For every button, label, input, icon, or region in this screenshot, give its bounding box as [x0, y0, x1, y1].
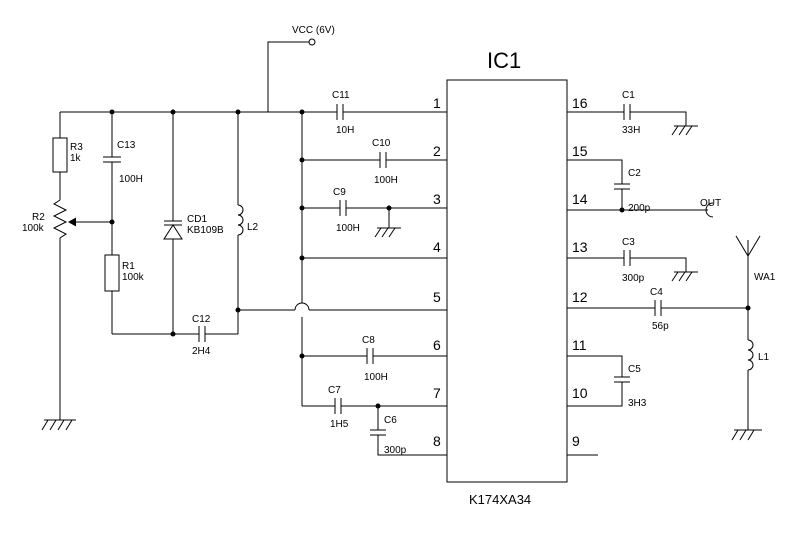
ground-icon [374, 227, 401, 238]
vcc-terminal: VCC (6V) [267, 25, 335, 112]
pin-13: 13 [572, 239, 588, 255]
ground-icon [41, 419, 76, 431]
r3-ref: R3 [70, 142, 83, 153]
cd1-varicap-diode: CD1 KB109B [163, 112, 224, 334]
c6-ref: C6 [384, 415, 397, 426]
r1-resistor: R1 100k [104, 254, 145, 334]
c10-capacitor: C10 100H [302, 138, 447, 186]
c10-ref: C10 [372, 138, 391, 149]
c1-value: 33H [622, 125, 640, 136]
c11-value: 10H [336, 125, 354, 136]
pin-14: 14 [572, 191, 588, 207]
c4-value: 56p [652, 321, 669, 332]
r1-value: 100k [122, 272, 145, 283]
c9-value: 100H [336, 223, 360, 234]
vcc-label: VCC (6V) [292, 25, 335, 36]
c7-value: 1H5 [330, 419, 349, 430]
pin-15: 15 [572, 143, 588, 159]
pin-11: 11 [572, 337, 587, 353]
c5-capacitor: C5 3H3 [567, 355, 647, 409]
ic1-body [446, 79, 568, 483]
c4-capacitor: C4 56p [567, 287, 751, 332]
c12-ref: C12 [192, 314, 211, 325]
c3-capacitor: C3 300p [567, 237, 687, 284]
top-supply-rail [60, 109, 447, 115]
ic1-part-number: K174XA34 [469, 492, 531, 507]
c10-value: 100H [374, 175, 398, 186]
c13-ref: C13 [117, 140, 136, 151]
c7-ref: C7 [328, 385, 341, 396]
ic1-title: IC1 [487, 48, 521, 73]
pin-10: 10 [572, 385, 588, 401]
c13-value: 100H [119, 174, 143, 185]
pin-3: 3 [433, 191, 441, 207]
l1-ref: L1 [758, 352, 770, 363]
pin-4: 4 [433, 239, 441, 255]
r2-ref: R2 [32, 212, 45, 223]
out-terminal: OUT [567, 198, 721, 218]
r2-potentiometer: R2 100k [22, 199, 112, 420]
ic1: IC1 K174XA34 1 2 3 4 5 6 7 8 16 15 14 13… [433, 48, 588, 507]
ground-icon [671, 271, 698, 282]
cd1-value: KB109B [187, 225, 224, 236]
pin-16: 16 [572, 95, 588, 111]
ground-icon [671, 125, 698, 136]
cd1-ref: CD1 [187, 214, 207, 225]
c12-value: 2H4 [192, 346, 211, 357]
pin-8: 8 [433, 433, 441, 449]
l2-ref: L2 [247, 222, 259, 233]
pin-6: 6 [433, 337, 441, 353]
pin-2: 2 [433, 143, 441, 159]
c2-capacitor: C2 200p [567, 159, 651, 214]
l1-inductor: L1 [747, 308, 770, 430]
c8-ref: C8 [362, 335, 375, 346]
c6-capacitor: C6 300p [370, 406, 447, 456]
r3-value: 1k [70, 153, 82, 164]
c2-ref: C2 [628, 168, 641, 179]
c9-capacitor: C9 100H [302, 187, 447, 234]
pin-7: 7 [433, 385, 441, 401]
antenna-icon: WA1 [735, 235, 776, 308]
c11-capacitor: C11 10H [332, 90, 354, 136]
c8-value: 100H [364, 372, 388, 383]
c12-capacitor: C12 2H4 [192, 314, 211, 357]
out-label: OUT [700, 198, 721, 209]
pin-1: 1 [433, 95, 441, 111]
tank-bottom-rail [112, 331, 238, 337]
left-vertical-bus [299, 112, 305, 406]
r3-resistor: R3 1k [52, 112, 83, 200]
c4-ref: C4 [650, 287, 663, 298]
c13-capacitor: C13 100H [103, 112, 143, 255]
c5-ref: C5 [628, 364, 641, 375]
c11-ref: C11 [332, 90, 350, 101]
ground-icon [731, 429, 762, 441]
c6-value: 300p [384, 445, 407, 456]
l2-inductor: L2 [235, 112, 259, 334]
c3-value: 300p [622, 273, 645, 284]
r1-ref: R1 [122, 261, 135, 272]
c2-value: 200p [628, 203, 651, 214]
c5-value: 3H3 [628, 398, 647, 409]
c1-ref: C1 [622, 90, 635, 101]
c3-ref: C3 [622, 237, 635, 248]
c1-capacitor: C1 33H [567, 90, 687, 136]
r2-value: 100k [22, 223, 45, 234]
pin5-wire [238, 302, 447, 311]
pin-5: 5 [433, 289, 441, 305]
antenna-label: WA1 [754, 272, 776, 283]
c7-capacitor: C7 1H5 [302, 385, 447, 430]
pin-12: 12 [572, 289, 588, 305]
c9-ref: C9 [333, 187, 346, 198]
c8-capacitor: C8 100H [302, 335, 447, 383]
pin-9: 9 [572, 433, 580, 449]
